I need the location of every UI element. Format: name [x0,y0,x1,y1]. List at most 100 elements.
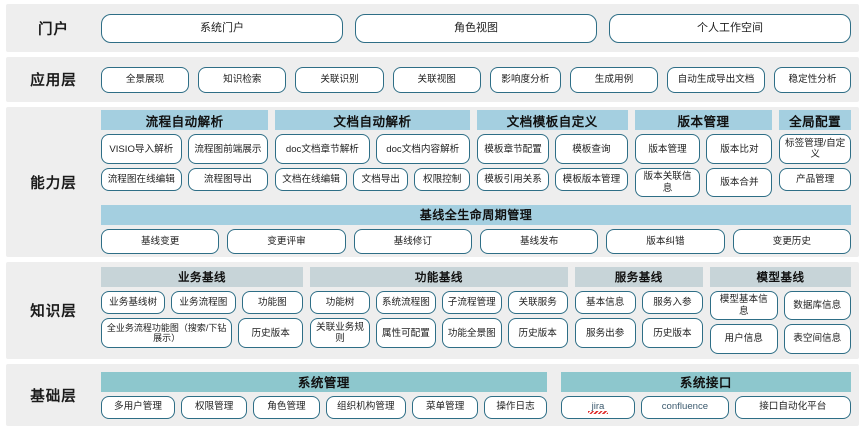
app-item-0[interactable]: 全景展现 [101,66,190,93]
foundation-group-1-title: 系统接口 [560,371,851,392]
knowledge-group-3: 模型基线 模型基本信息 数据库信息 用户信息 表空间信息 [709,267,852,354]
know-2-r1-0[interactable]: 基本信息 [574,291,636,315]
layer-label-foundation: 基础层 [30,388,77,405]
know-1-r1-3[interactable]: 关联服务 [507,291,568,315]
know-2-r2-1[interactable]: 历史版本 [641,318,703,349]
capability-groups: 流程自动解析 VISIO导入解析 流程图前端展示 流程图在线编辑 流程图导出 文… [101,110,851,197]
cap-4-r2-0[interactable]: 产品管理 [779,168,851,192]
app-item-2[interactable]: 关联识别 [295,66,384,93]
app-item-3[interactable]: 关联视图 [392,66,481,93]
capability-group-1-title: 文档自动解析 [275,110,470,131]
know-0-r1-1[interactable]: 业务流程图 [171,291,236,315]
cap-0-r2-1[interactable]: 流程图导出 [187,168,269,192]
foundation-groups: 系统管理 多用户管理 权限管理 角色管理 组织机构管理 菜单管理 操作日志 系统… [101,371,851,419]
know-1-r2-3[interactable]: 历史版本 [507,318,568,349]
lifecycle-item-1[interactable]: 变更评审 [227,228,346,254]
know-1-r2-1[interactable]: 属性可配置 [375,318,436,349]
capability-group-0-title: 流程自动解析 [101,110,269,131]
confluence-button[interactable]: confluence [641,395,729,419]
cap-1-r1-0[interactable]: doc文档章节解析 [275,134,370,165]
cap-1-r2-2[interactable]: 权限控制 [414,168,470,192]
know-1-r2-0[interactable]: 关联业务规则 [310,318,370,349]
base-0-item-2[interactable]: 角色管理 [253,395,320,419]
app-item-7[interactable]: 稳定性分析 [773,66,852,93]
lifecycle-item-2[interactable]: 基线修订 [353,228,472,254]
layer-band-portal: 门户 系统门户 角色视图 个人工作空间 [6,4,859,52]
know-2-r2-0[interactable]: 服务出参 [574,318,636,349]
layer-label-application: 应用层 [30,73,77,89]
capability-group-3: 版本管理 版本管理 版本比对 版本关联信息 版本合并 [634,110,773,197]
know-3-r1-0[interactable]: 模型基本信息 [709,291,778,320]
base-0-item-4[interactable]: 菜单管理 [411,395,479,419]
cap-2-r2-0[interactable]: 模板引用关系 [476,168,550,192]
know-2-r1-1[interactable]: 服务入参 [641,291,703,315]
know-3-r2-1[interactable]: 表空间信息 [783,323,852,354]
cap-1-r2-1[interactable]: 文档导出 [352,168,409,192]
layer-band-capability: 能力层 流程自动解析 VISIO导入解析 流程图前端展示 流程图在线编辑 流程图… [6,107,859,257]
know-0-r1-2[interactable]: 功能图 [241,291,304,315]
cap-0-r1-0[interactable]: VISIO导入解析 [101,134,182,165]
capability-group-4: 全局配置 标签管理/自定义 产品管理 [779,110,851,192]
cap-2-r2-1[interactable]: 模板版本管理 [555,168,628,192]
baseline-lifecycle-group: 基线全生命周期管理 基线变更 变更评审 基线修订 基线发布 版本纠错 变更历史 [101,204,851,254]
know-0-r1-0[interactable]: 业务基线树 [101,291,166,315]
baseline-lifecycle-title: 基线全生命周期管理 [101,204,851,225]
app-item-6[interactable]: 自动生成导出文档 [667,66,765,93]
know-1-r1-0[interactable]: 功能树 [310,291,370,315]
jira-button[interactable]: jira [560,395,636,419]
knowledge-group-0: 业务基线 业务基线树 业务流程图 功能图 全业务流程功能图（搜索/下钻展示） 历… [101,267,304,349]
foundation-group-0: 系统管理 多用户管理 权限管理 角色管理 组织机构管理 菜单管理 操作日志 [101,371,547,419]
cap-0-r2-0[interactable]: 流程图在线编辑 [101,168,182,192]
base-0-item-1[interactable]: 权限管理 [180,395,248,419]
cap-3-r1-1[interactable]: 版本比对 [706,134,773,165]
layer-band-application: 应用层 全景展现 知识检索 关联识别 关联视图 影响度分析 生成用例 自动生成导… [6,57,859,102]
layer-label-capability: 能力层 [30,175,77,192]
layer-band-foundation: 基础层 系统管理 多用户管理 权限管理 角色管理 组织机构管理 菜单管理 操作日… [6,364,859,426]
capability-group-0: 流程自动解析 VISIO导入解析 流程图前端展示 流程图在线编辑 流程图导出 [101,110,269,192]
lifecycle-item-3[interactable]: 基线发布 [479,228,599,254]
capability-group-2: 文档模板自定义 模板章节配置 模板查询 模板引用关系 模板版本管理 [476,110,628,192]
cap-4-r1-0[interactable]: 标签管理/自定义 [779,134,851,165]
portal-item-1[interactable]: 角色视图 [355,13,597,43]
foundation-group-1: 系统接口 jira confluence 接口自动化平台 [560,371,851,419]
know-3-r2-0[interactable]: 用户信息 [709,323,778,354]
knowledge-group-1-title: 功能基线 [310,267,568,288]
app-item-5[interactable]: 生成用例 [569,66,659,93]
lifecycle-item-0[interactable]: 基线变更 [101,228,220,254]
knowledge-group-1: 功能基线 功能树 系统流程图 子流程管理 关联服务 关联业务规则 属性可配置 功… [310,267,568,349]
cap-2-r1-0[interactable]: 模板章节配置 [476,134,550,165]
know-0-r2-1[interactable]: 历史版本 [238,318,304,349]
layer-band-knowledge: 知识层 业务基线 业务基线树 业务流程图 功能图 全业务流程功能图（搜索/下钻展… [6,262,859,359]
lifecycle-item-4[interactable]: 版本纠错 [606,228,725,254]
portal-item-2[interactable]: 个人工作空间 [609,13,851,43]
knowledge-group-0-title: 业务基线 [101,267,304,288]
cap-3-r2-0[interactable]: 版本关联信息 [634,168,701,197]
knowledge-group-3-title: 模型基线 [709,267,852,288]
cap-1-r1-1[interactable]: doc文档内容解析 [375,134,470,165]
cap-3-r2-1[interactable]: 版本合并 [706,168,773,197]
knowledge-group-2-title: 服务基线 [574,267,703,288]
lifecycle-item-5[interactable]: 变更历史 [732,228,851,254]
know-0-r2-0[interactable]: 全业务流程功能图（搜索/下钻展示） [101,318,233,349]
know-3-r1-1[interactable]: 数据库信息 [783,291,852,320]
cap-1-r2-0[interactable]: 文档在线编辑 [275,168,347,192]
base-0-item-5[interactable]: 操作日志 [484,395,547,419]
capability-group-4-title: 全局配置 [779,110,851,131]
cap-3-r1-0[interactable]: 版本管理 [634,134,701,165]
capability-group-3-title: 版本管理 [634,110,773,131]
cap-2-r1-1[interactable]: 模板查询 [555,134,628,165]
know-1-r1-1[interactable]: 系统流程图 [375,291,436,315]
layer-label-knowledge: 知识层 [30,304,77,320]
portal-item-0[interactable]: 系统门户 [101,13,343,43]
app-item-4[interactable]: 影响度分析 [489,66,561,93]
capability-group-1: 文档自动解析 doc文档章节解析 doc文档内容解析 文档在线编辑 文档导出 权… [275,110,470,192]
know-1-r1-2[interactable]: 子流程管理 [441,291,502,315]
knowledge-groups: 业务基线 业务基线树 业务流程图 功能图 全业务流程功能图（搜索/下钻展示） 历… [101,267,852,354]
capability-group-2-title: 文档模板自定义 [476,110,628,131]
interface-automation-button[interactable]: 接口自动化平台 [734,395,851,419]
know-1-r2-2[interactable]: 功能全景图 [441,318,502,349]
cap-0-r1-1[interactable]: 流程图前端展示 [187,134,269,165]
app-item-1[interactable]: 知识检索 [198,66,287,93]
base-0-item-3[interactable]: 组织机构管理 [325,395,406,419]
base-0-item-0[interactable]: 多用户管理 [101,395,175,419]
